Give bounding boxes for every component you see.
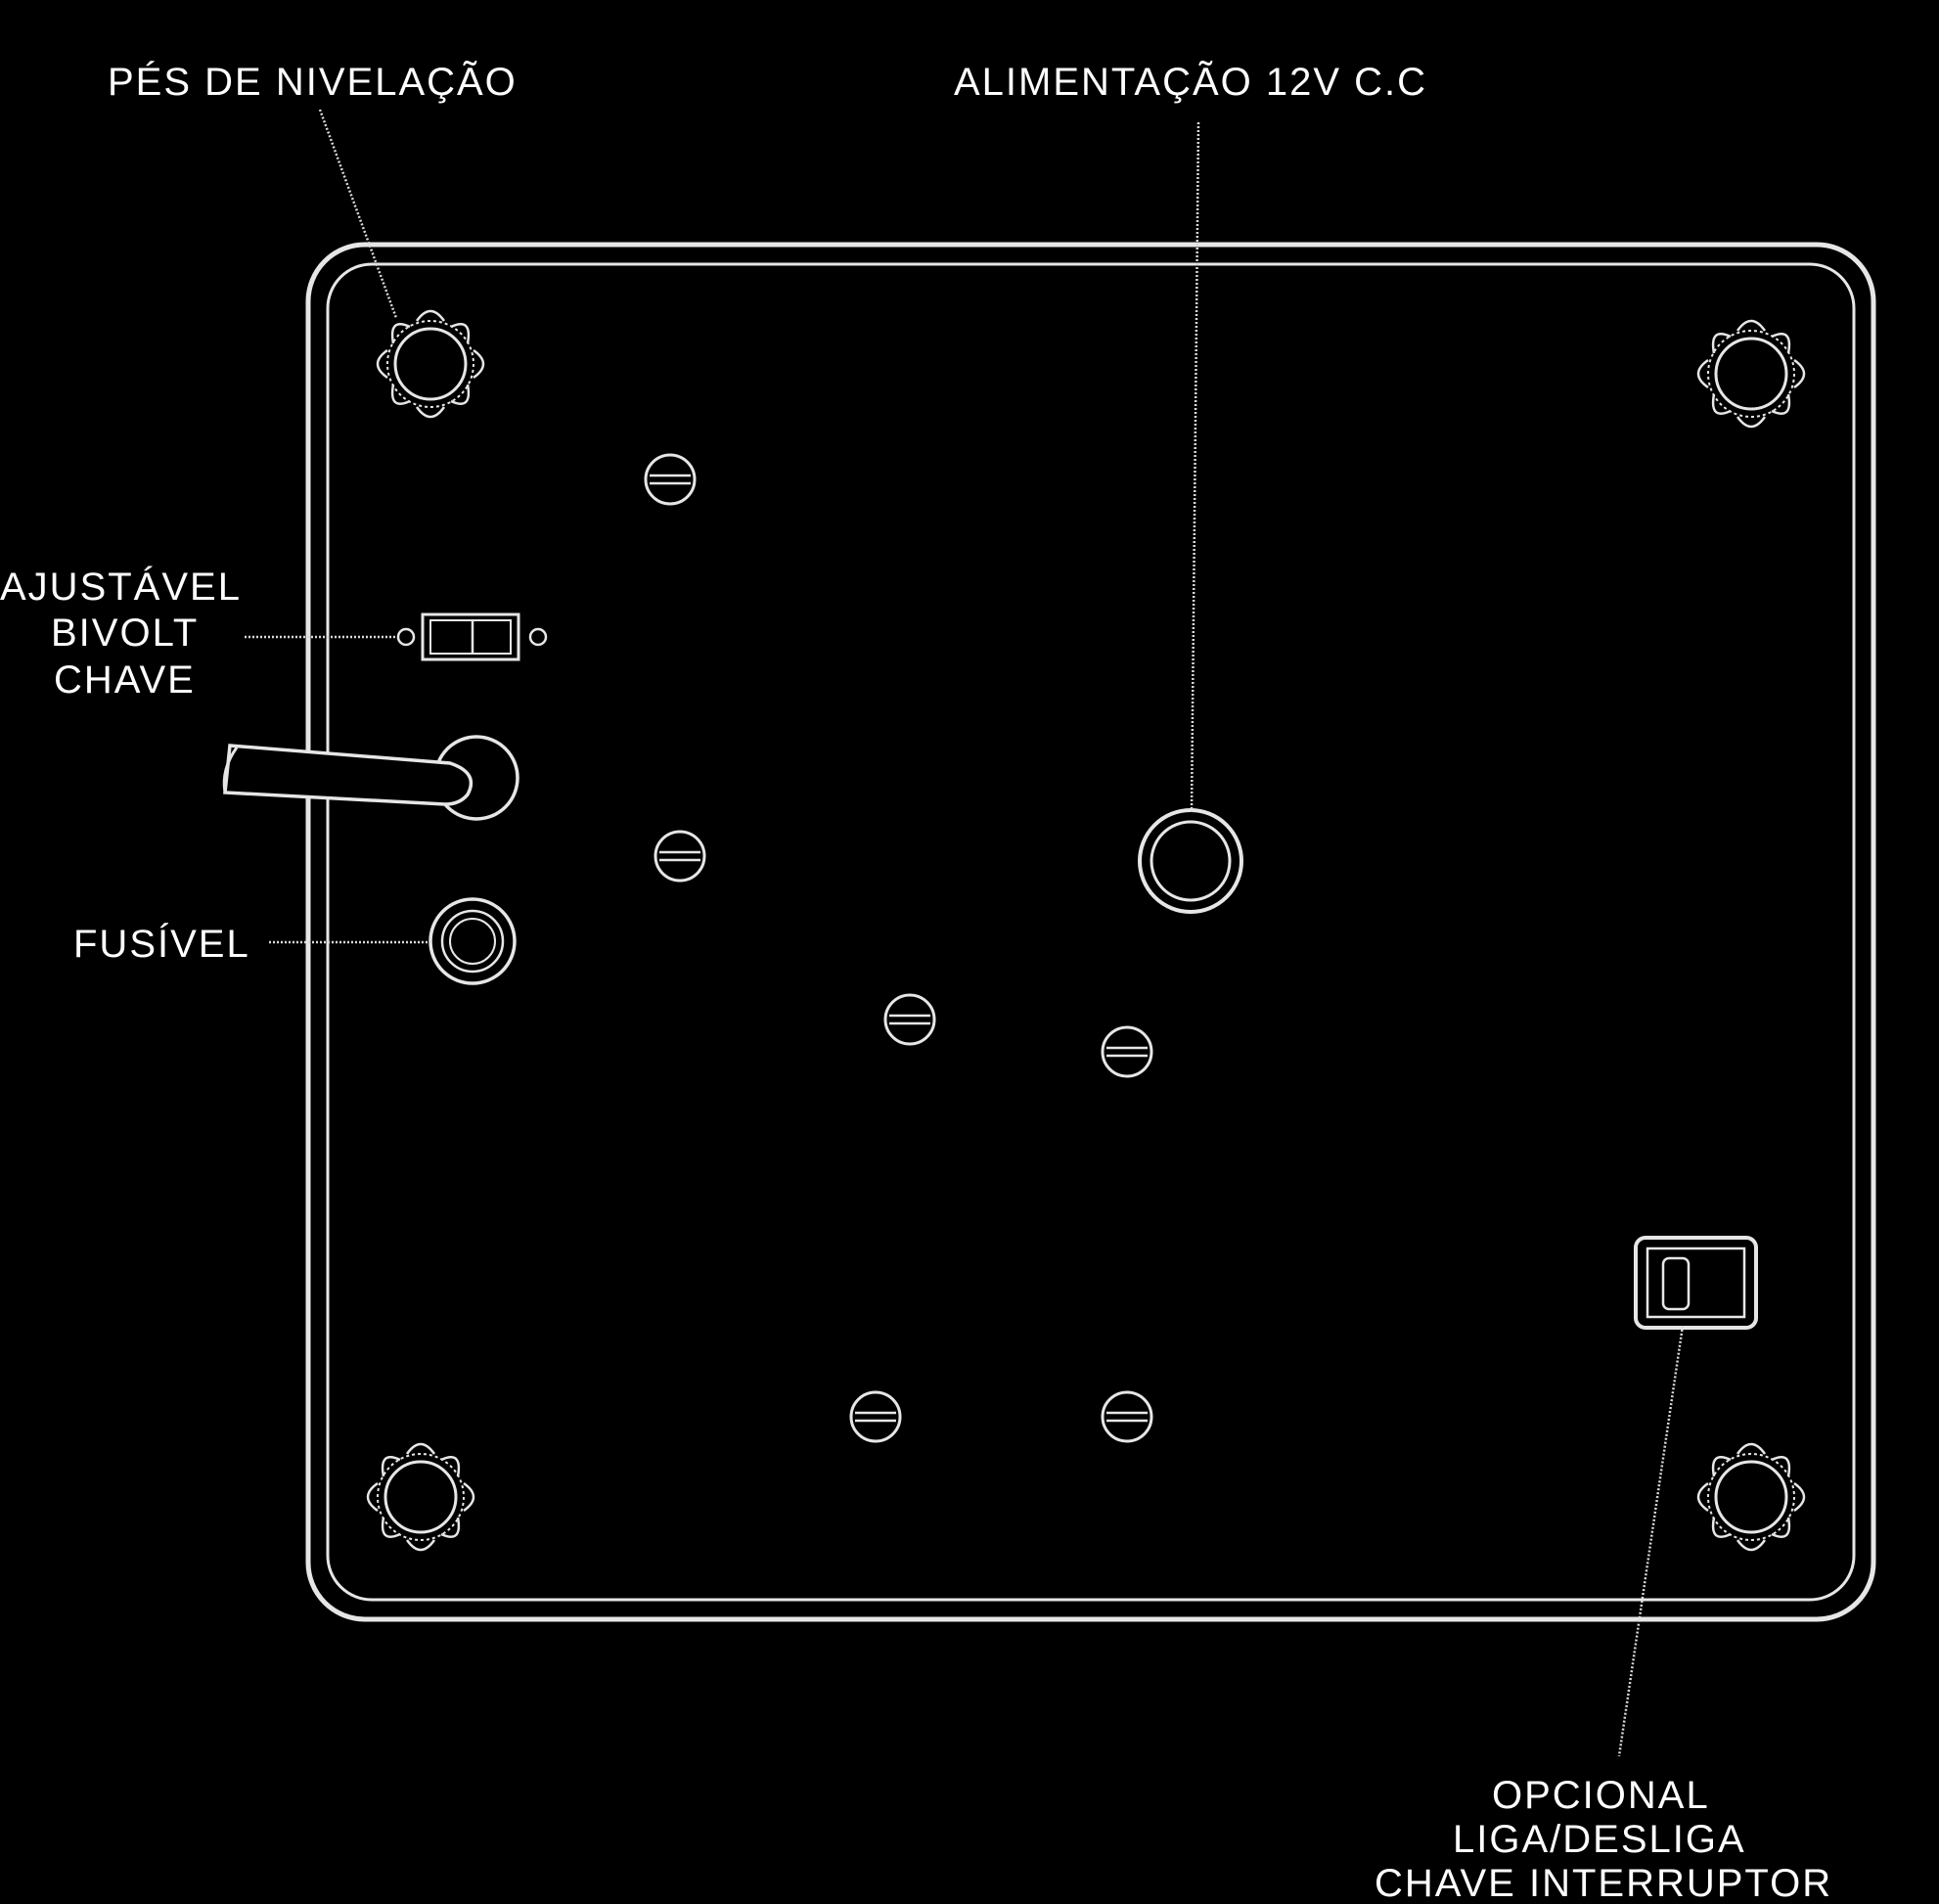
screw	[883, 993, 936, 1046]
leveling-foot-bottom-left	[366, 1442, 475, 1552]
power-supply-label: ALIMENTAÇÃO 12V C.C	[954, 60, 1427, 104]
fuse-holder	[428, 897, 517, 985]
bivolt-switch-label-line-1: AJUSTÁVEL	[0, 565, 242, 609]
leveling-feet-label: PÉS DE NIVELAÇÃO	[108, 60, 518, 104]
bivolt-switch-label-line-2: BIVOLT	[51, 612, 199, 655]
panel-outline	[305, 242, 1876, 1622]
on-off-switch	[1634, 1236, 1758, 1330]
power-supply-leader	[1190, 121, 1200, 813]
bivolt-switch-label-line-3: CHAVE	[54, 658, 196, 702]
power-cord	[222, 735, 519, 821]
fuse-label: FUSÍVEL	[73, 922, 250, 966]
power-jack-12v	[1138, 808, 1243, 914]
bivolt-switch	[396, 612, 548, 661]
screw	[1101, 1025, 1153, 1078]
on-off-switch-label-line-1: OPCIONAL	[1492, 1774, 1710, 1817]
on-off-switch-leader	[1617, 1325, 1685, 1757]
on-off-switch-label-line-3: CHAVE INTERRUPTOR	[1375, 1862, 1832, 1904]
screw	[654, 830, 706, 883]
screw	[644, 453, 697, 506]
screw	[1101, 1390, 1153, 1443]
on-off-switch-label-line-2: LIGA/DESLIGA	[1453, 1818, 1746, 1861]
leveling-feet-leader	[318, 109, 398, 319]
leveling-foot-bottom-right	[1696, 1442, 1806, 1552]
leveling-foot-top-right	[1696, 319, 1806, 429]
leveling-foot-top-left	[376, 309, 485, 419]
screw	[849, 1390, 902, 1443]
